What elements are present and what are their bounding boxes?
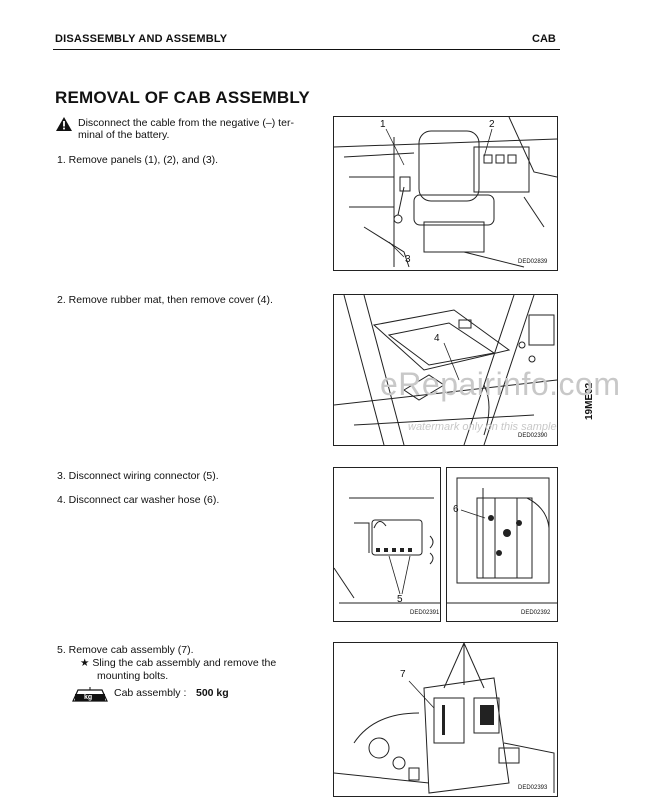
weight-kg-icon [72,687,108,702]
figure-cab-assembly: 7 DED02393 [333,642,558,797]
callout-2: 2 [489,119,495,130]
cab-assembly-illustration [334,643,555,794]
watermark-site: eRepairinfo.com [380,366,621,402]
header-rule [53,49,560,50]
weight-label: Cab assembly : [114,687,187,699]
wiring-connector-illustration [334,497,440,604]
figure-seat-panels: 1 2 3 DED02839 [333,116,558,271]
step-4: 4. Disconnect car washer hose (6). [57,494,220,506]
washer-hose-illustration [447,477,557,604]
callout-1: 1 [380,119,386,130]
figure-code: DED02391 [410,610,440,616]
warning-text-line1: Disconnect the cable from the negative (… [78,117,294,129]
floor-cover-illustration [334,295,557,445]
callout-3: 3 [405,254,411,265]
step-1: 1. Remove panels (1), (2), and (3). [57,154,219,166]
chapter-header: CAB [532,33,556,45]
callout-6: 6 [453,504,459,515]
figure-code: DED02390 [518,433,548,439]
figure-floor-cover: 4 DED02390 [333,294,558,446]
warning-text-line2: minal of the battery. [78,129,170,141]
figure-washer-hose: 6 DED02392 [446,467,558,622]
figure-wiring-connector: 5 DED02391 [333,467,441,622]
kg-label: kg [84,694,93,701]
step-3: 3. Disconnect wiring connector (5). [57,470,219,482]
watermark-note: watermark only on this sample [408,421,557,433]
warning-triangle-icon [56,117,72,131]
figure-code: DED02839 [518,259,548,265]
weight-value: 500 kg [196,687,229,699]
callout-4: 4 [434,333,440,344]
seat-illustration [334,117,557,268]
page-title: REMOVAL OF CAB ASSEMBLY [55,88,310,107]
step-5-note-line2: mounting bolts. [97,670,169,682]
step-5: 5. Remove cab assembly (7). [57,644,194,656]
callout-7: 7 [400,669,406,680]
step-2: 2. Remove rubber mat, then remove cover … [57,294,273,306]
figure-code: DED02392 [521,610,551,616]
step-5-note-line1: ★ Sling the cab assembly and remove the [80,657,277,669]
figure-code: DED02393 [518,785,548,791]
callout-5: 5 [397,594,403,605]
section-header: DISASSEMBLY AND ASSEMBLY [55,33,228,45]
